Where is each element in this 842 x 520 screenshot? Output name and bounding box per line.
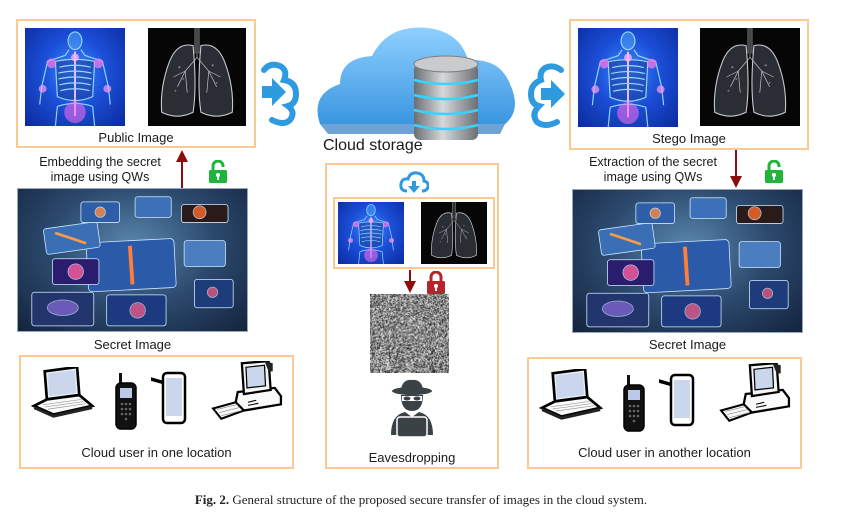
cloud-download-side-icon <box>527 63 565 128</box>
intercepted-images-box <box>333 197 495 269</box>
cloud-download-icon <box>399 171 429 193</box>
tablet-icon <box>659 371 699 431</box>
cellphone-icon <box>621 375 651 435</box>
intercepted-lung-image <box>421 202 487 264</box>
figure-caption-text: General structure of the proposed secure… <box>229 492 648 507</box>
figure-caption-label: Fig. 2. <box>194 492 230 507</box>
laptop-icon <box>537 369 603 423</box>
stego-image-label: Stego Image <box>652 131 726 146</box>
desktop-computer-icon <box>719 363 791 425</box>
embed-arrow <box>181 160 183 190</box>
tablet-icon <box>151 369 191 429</box>
secret-image-right <box>572 189 803 333</box>
eavesdropping-label: Eavesdropping <box>368 450 456 465</box>
embed-arrow-head <box>176 150 188 162</box>
extraction-label-line2: image using QWs <box>603 170 703 184</box>
embedding-label: Embedding the secret image using QWs <box>25 155 175 185</box>
extract-arrow <box>735 150 737 178</box>
user-box-right: Cloud user in another location <box>527 357 802 469</box>
unlock-icon <box>765 160 783 183</box>
stego-image-box: Stego Image <box>569 19 809 150</box>
secret-medical-collage <box>18 189 247 331</box>
intercepted-body-image <box>338 202 404 264</box>
lock-icon <box>427 271 445 294</box>
body-xray-graphic <box>338 202 404 264</box>
embedding-label-line2: image using QWs <box>50 170 150 184</box>
spy-icon <box>391 379 433 438</box>
public-lung-image <box>148 28 246 126</box>
encrypt-arrow-head <box>404 281 416 293</box>
lung-graphic <box>700 28 800 126</box>
secret-image-label-right: Secret Image <box>648 337 727 352</box>
user-label-right: Cloud user in another location <box>578 445 751 460</box>
stego-lung-image <box>700 28 800 126</box>
eavesdropping-box: Eavesdropping <box>325 163 499 469</box>
secret-image-left <box>17 188 248 332</box>
body-xray-graphic <box>578 28 678 127</box>
cloud-storage-label: Cloud storage <box>323 137 423 154</box>
public-image-label: Public Image <box>98 130 174 145</box>
secret-image-label-left: Secret Image <box>93 337 172 352</box>
extraction-label: Extraction of the secret image using QWs <box>578 155 728 185</box>
laptop-icon <box>29 367 95 421</box>
stego-body-xray-image <box>578 28 678 127</box>
encrypt-arrow <box>409 270 411 284</box>
user-label-left: Cloud user in one location <box>81 445 232 460</box>
body-xray-graphic <box>25 28 125 126</box>
public-image-box: Public Image <box>16 19 256 148</box>
lung-graphic <box>148 28 246 126</box>
unlock-icon <box>209 160 227 183</box>
cloud-storage-graphic <box>317 27 515 140</box>
embedding-label-line1: Embedding the secret <box>39 155 161 169</box>
lung-graphic <box>421 202 487 264</box>
extract-arrow-head <box>730 176 742 188</box>
user-box-left: Cloud user in one location <box>19 355 294 469</box>
public-body-xray-image <box>25 28 125 126</box>
cellphone-icon <box>113 373 143 433</box>
desktop-computer-icon <box>211 361 283 423</box>
encrypted-noise-image <box>370 294 449 373</box>
secret-medical-collage <box>573 190 802 332</box>
figure-caption: Fig. 2. General structure of the propose… <box>0 492 842 508</box>
extraction-label-line1: Extraction of the secret <box>589 155 717 169</box>
cloud-upload-icon <box>261 61 300 126</box>
